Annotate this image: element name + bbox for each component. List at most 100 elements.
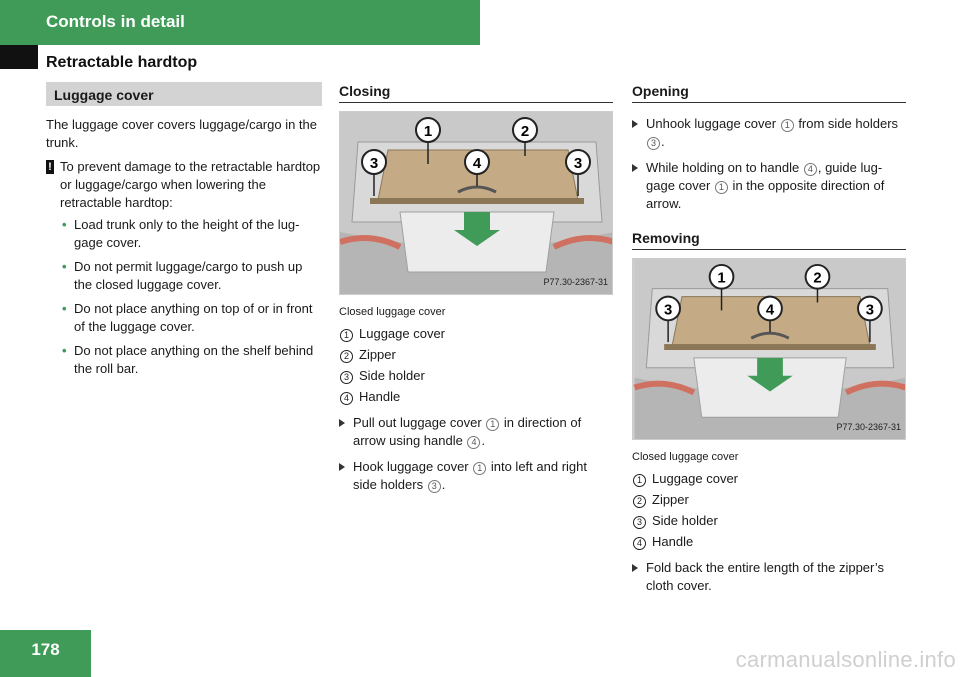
callout-marker: 3 (427, 480, 441, 493)
legend-label: Zipper (652, 492, 689, 507)
step-arrow-icon (339, 419, 345, 427)
callout-3-left-label: 3 (370, 155, 378, 172)
legend-item: 2 Zipper (339, 346, 613, 364)
opening-removing-column: Opening Unhook luggage cover 1 from side… (632, 82, 906, 603)
step-text: . (481, 433, 486, 448)
step-text: Hook luggage cover (353, 459, 473, 474)
step-text: Pull out luggage cover (353, 415, 486, 430)
closing-column: Closing 1 2 3 4 3 P77.30-2367-31 Closed … (339, 82, 613, 502)
callout-3-right-label: 3 (866, 302, 874, 318)
callout-4-label: 4 (766, 302, 775, 318)
page-number-tab: 178 (0, 630, 91, 677)
legend-item: 3 Side holder (339, 367, 613, 385)
chapter-title: Controls in detail (46, 12, 185, 31)
warning-icon: ! (46, 160, 54, 174)
callout-marker: 1 (340, 329, 353, 342)
corner-marker (0, 45, 38, 69)
step-arrow-icon (339, 463, 345, 471)
step-text: in the opposite direction of arrow. (646, 178, 885, 211)
instruction-step: While holding on to handle 4, guide lug-… (632, 159, 906, 213)
callout-marker: 4 (633, 537, 646, 550)
removing-trunk-illustration: 1 2 3 4 3 P77.30-2367-31 (632, 258, 906, 440)
figure-caption: Closed luggage cover (632, 451, 739, 463)
legend-label: Side holder (359, 368, 425, 383)
callout-4-label: 4 (473, 155, 482, 172)
callout-marker: 4 (803, 163, 817, 176)
step-text: , guide lug-gage cover (646, 160, 883, 193)
instruction-step: Pull out luggage cover 1 in direction of… (339, 414, 613, 450)
bullet-icon: • (62, 301, 67, 316)
figure-caption: Closed luggage cover (339, 306, 446, 318)
list-item: • Do not place anything on top of or in f… (46, 300, 322, 336)
trunk-diagram: 1 2 3 4 3 (633, 259, 905, 439)
list-item-text: Do not place anything on top of or in fr… (74, 301, 313, 334)
callout-3-right-label: 3 (574, 155, 582, 172)
bullet-icon: • (62, 343, 67, 358)
instruction-step: Fold back the entire length of the zippe… (632, 559, 906, 595)
list-item-text: Load trunk only to the height of the lug… (74, 217, 300, 250)
callout-marker: 1 (486, 418, 500, 431)
closing-trunk-illustration: 1 2 3 4 3 P77.30-2367-31 (339, 111, 613, 295)
legend-label: Side holder (652, 513, 718, 528)
callout-3-left: 3 (655, 295, 681, 322)
step-arrow-icon (632, 164, 638, 172)
callout-1-label: 1 (717, 271, 725, 287)
instruction-step: Unhook luggage cover 1 from side holders… (632, 115, 906, 151)
list-item-text: Do not permit luggage/cargo to push up t… (74, 259, 303, 292)
legend-label: Handle (652, 534, 694, 549)
page-number: 178 (31, 640, 60, 659)
legend-label: Luggage cover (359, 326, 446, 341)
legend-label: Handle (359, 389, 401, 404)
callout-1: 1 (415, 117, 441, 143)
step-text: from side holders (794, 116, 899, 131)
luggage-cover-column: Luggage cover The luggage cover covers l… (46, 82, 322, 384)
callout-marker: 2 (340, 350, 353, 363)
bullet-icon: • (62, 217, 67, 232)
warning-note: ! To prevent damage to the retractable h… (46, 158, 322, 212)
legend-item: 1 Luggage cover (339, 325, 613, 343)
callout-1: 1 (708, 263, 735, 290)
step-text: in direction of arrow using handle (353, 415, 582, 448)
legend-label: Zipper (359, 347, 396, 362)
callout-3-right: 3 (565, 149, 591, 175)
callout-4: 4 (464, 149, 490, 175)
callout-marker: 1 (780, 119, 794, 132)
list-item: • Do not place anything on the shelf behi… (46, 342, 322, 378)
callout-4: 4 (757, 295, 783, 322)
step-arrow-icon (632, 564, 638, 572)
instruction-step: Hook luggage cover 1 into left and right… (339, 458, 613, 494)
callout-marker: 1 (714, 181, 728, 194)
step-text: . (661, 134, 665, 149)
step-arrow-icon (632, 120, 638, 128)
callout-3-right: 3 (857, 295, 883, 322)
callout-3-left-label: 3 (664, 302, 672, 318)
step-text: While holding on to handle (646, 160, 803, 175)
chapter-tab: Controls in detail (0, 0, 480, 45)
figure-code: P77.30-2367-31 (543, 277, 608, 287)
step-text: into left and right side holders (353, 459, 587, 492)
luggage-cover-heading: Luggage cover (46, 82, 322, 106)
trunk-diagram: 1 2 3 4 3 (340, 112, 612, 294)
legend-item: 2 Zipper (632, 491, 906, 509)
closing-heading: Closing (339, 82, 613, 103)
callout-marker: 1 (633, 474, 646, 487)
callout-2-label: 2 (521, 123, 529, 140)
callout-3-left: 3 (361, 149, 387, 175)
callout-2-label: 2 (813, 271, 821, 287)
opening-heading: Opening (632, 82, 906, 103)
bullet-icon: • (62, 259, 67, 274)
step-text: . (441, 477, 446, 492)
figure-code: P77.30-2367-31 (836, 422, 901, 432)
intro-text: The luggage cover covers luggage/cargo i… (46, 117, 318, 150)
list-item-text: Do not place anything on the shelf behin… (74, 343, 314, 376)
list-item: • Do not permit luggage/cargo to push up … (46, 258, 322, 294)
callout-2: 2 (804, 263, 831, 290)
callout-marker: 1 (473, 462, 487, 475)
callout-marker: 3 (340, 371, 353, 384)
watermark: carmanualsonline.info (735, 647, 956, 672)
callout-marker: 2 (633, 495, 646, 508)
step-text: Unhook luggage cover (646, 116, 780, 131)
